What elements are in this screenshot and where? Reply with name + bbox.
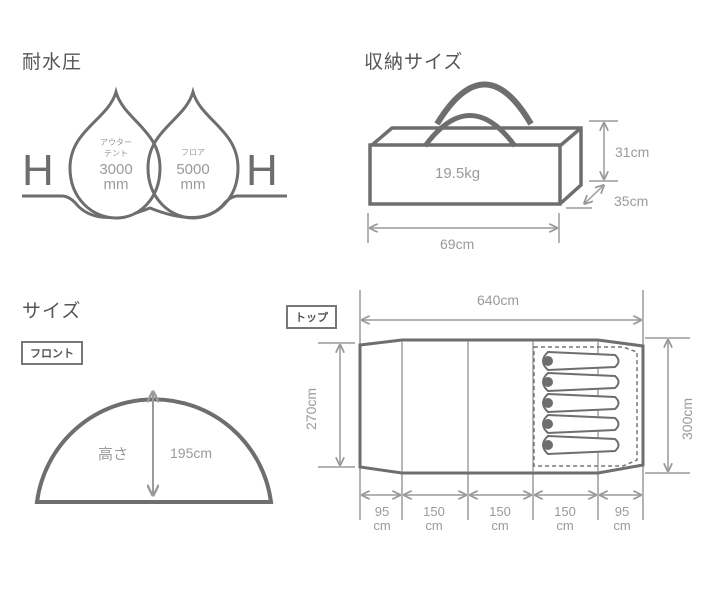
storage-depth: 35cm (614, 193, 649, 209)
front-tag: フロント (21, 341, 83, 365)
floor-pressure: 5000 mm (176, 161, 210, 193)
storage-bag-icon (368, 81, 583, 206)
height-label: 高さ (98, 446, 129, 463)
h-left-glyph: H (22, 146, 54, 195)
top-length: 640cm (477, 292, 520, 308)
floor-label: フロア (181, 148, 205, 157)
size-heading: サイズ (22, 300, 82, 322)
top-outer-width: 300cm (679, 397, 695, 440)
water-drop-icons (22, 86, 287, 220)
sleeping-bag-icons (542, 350, 620, 456)
outer-tent-pressure: 3000 mm (99, 161, 133, 193)
front-dome-icon (34, 393, 274, 504)
top-view-icon (318, 290, 690, 520)
h-right-glyph: H (246, 146, 278, 195)
top-inner-width: 270cm (303, 387, 319, 430)
storage-weight: 19.5kg (435, 165, 481, 182)
water-pressure-heading: 耐水圧 (22, 51, 83, 73)
top-tag: トップ (286, 305, 337, 329)
outer-tent-label: アウター テント (100, 138, 132, 158)
storage-height: 31cm (615, 144, 650, 160)
storage-width: 69cm (440, 236, 475, 252)
front-height-value: 195cm (170, 445, 213, 461)
storage-heading: 収納サイズ (364, 51, 464, 73)
